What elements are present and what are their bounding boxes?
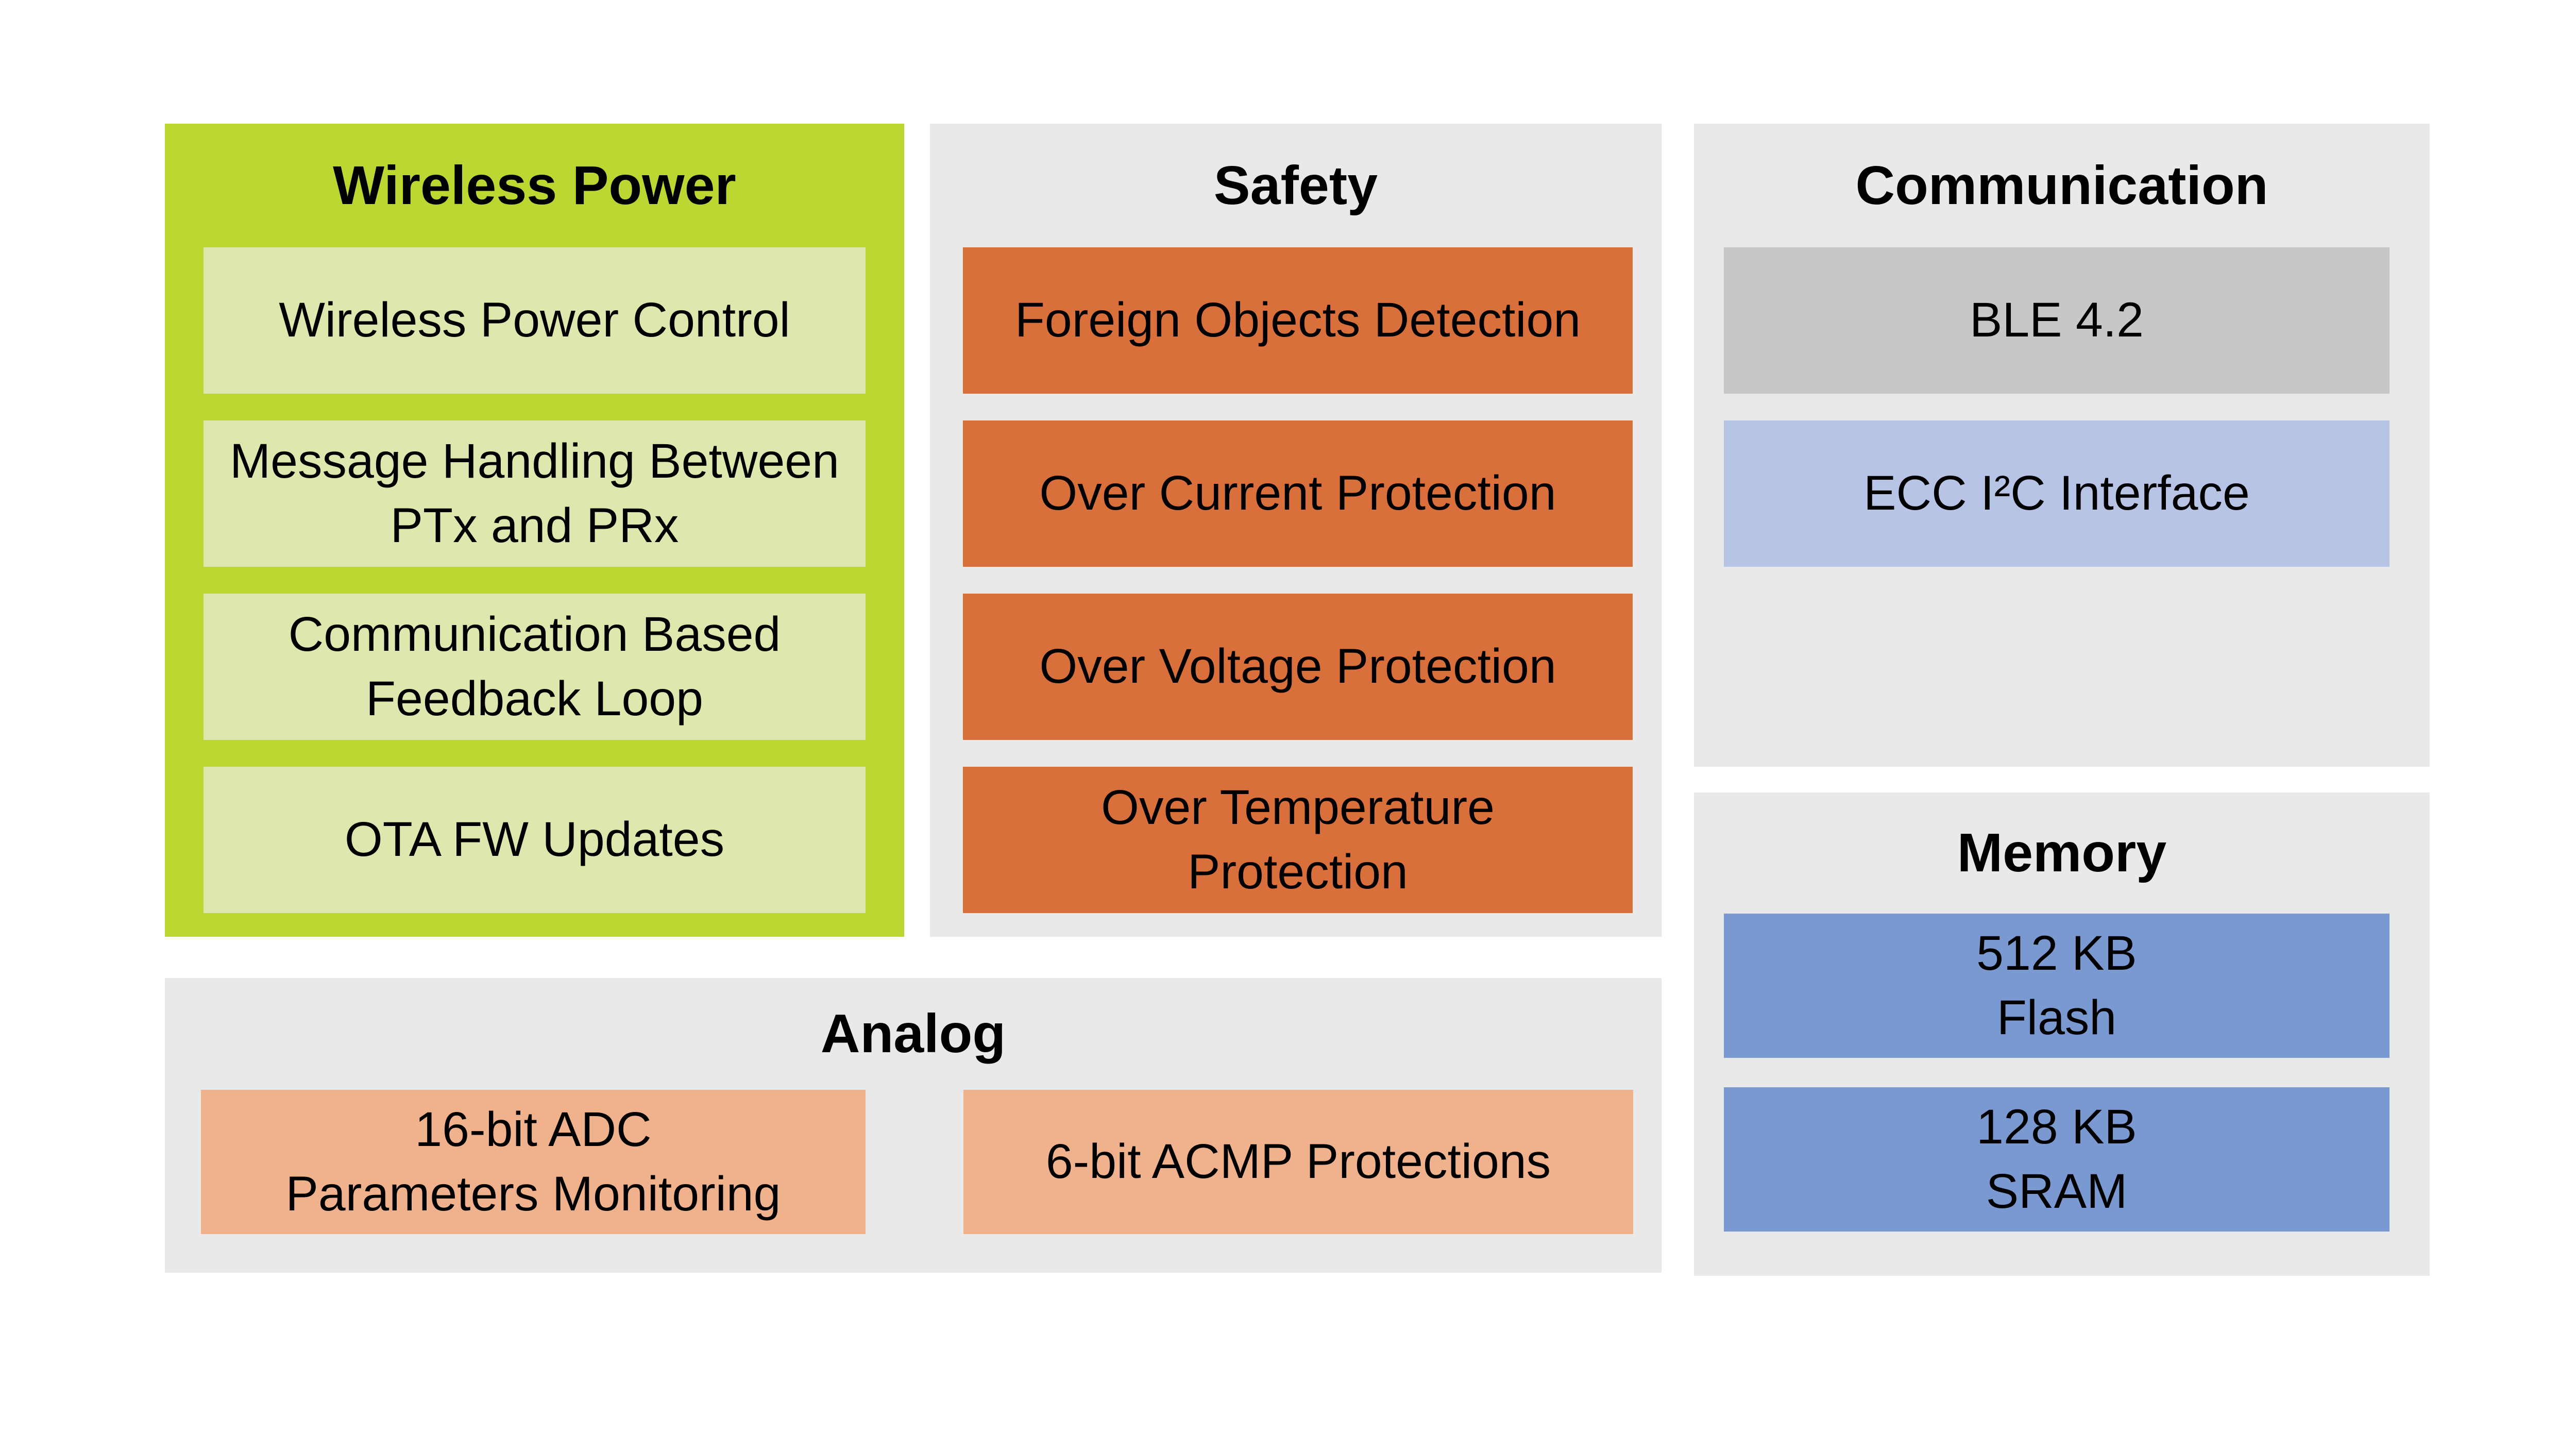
wireless-power-title: Wireless Power [333, 155, 736, 216]
block-ecc-i2c-interface: ECC I²C Interface [1724, 420, 2389, 567]
analog-title: Analog [820, 1003, 1006, 1064]
block-128kb-sram: 128 KB SRAM [1724, 1087, 2389, 1232]
block-ota-fw-updates: OTA FW Updates [204, 767, 866, 913]
block-over-temperature-protection: Over Temperature Protection [963, 767, 1633, 913]
block-over-current-protection: Over Current Protection [963, 420, 1633, 567]
safety-section: Safety Foreign Objects Detection Over Cu… [930, 124, 1662, 937]
communication-title: Communication [1855, 155, 2268, 216]
block-ble-4-2: BLE 4.2 [1724, 247, 2389, 394]
block-communication-based-feedback-loop: Communication Based Feedback Loop [204, 594, 866, 740]
block-foreign-objects-detection: Foreign Objects Detection [963, 247, 1633, 394]
wireless-power-section: Wireless Power Wireless Power Control Me… [165, 124, 904, 937]
communication-section: Communication BLE 4.2 ECC I²C Interface [1694, 124, 2430, 767]
block-over-voltage-protection: Over Voltage Protection [963, 594, 1633, 740]
block-512kb-flash: 512 KB Flash [1724, 914, 2389, 1058]
memory-title: Memory [1957, 822, 2167, 883]
block-16bit-adc-parameters-monitoring: 16-bit ADC Parameters Monitoring [201, 1090, 866, 1234]
block-message-handling-ptx-prx: Message Handling Between PTx and PRx [204, 420, 866, 567]
memory-section: Memory 512 KB Flash 128 KB SRAM [1694, 793, 2430, 1276]
block-6bit-acmp-protections: 6-bit ACMP Protections [963, 1090, 1633, 1234]
safety-title: Safety [1213, 155, 1378, 216]
block-wireless-power-control: Wireless Power Control [204, 247, 866, 394]
analog-section: Analog 16-bit ADC Parameters Monitoring … [165, 978, 1662, 1273]
